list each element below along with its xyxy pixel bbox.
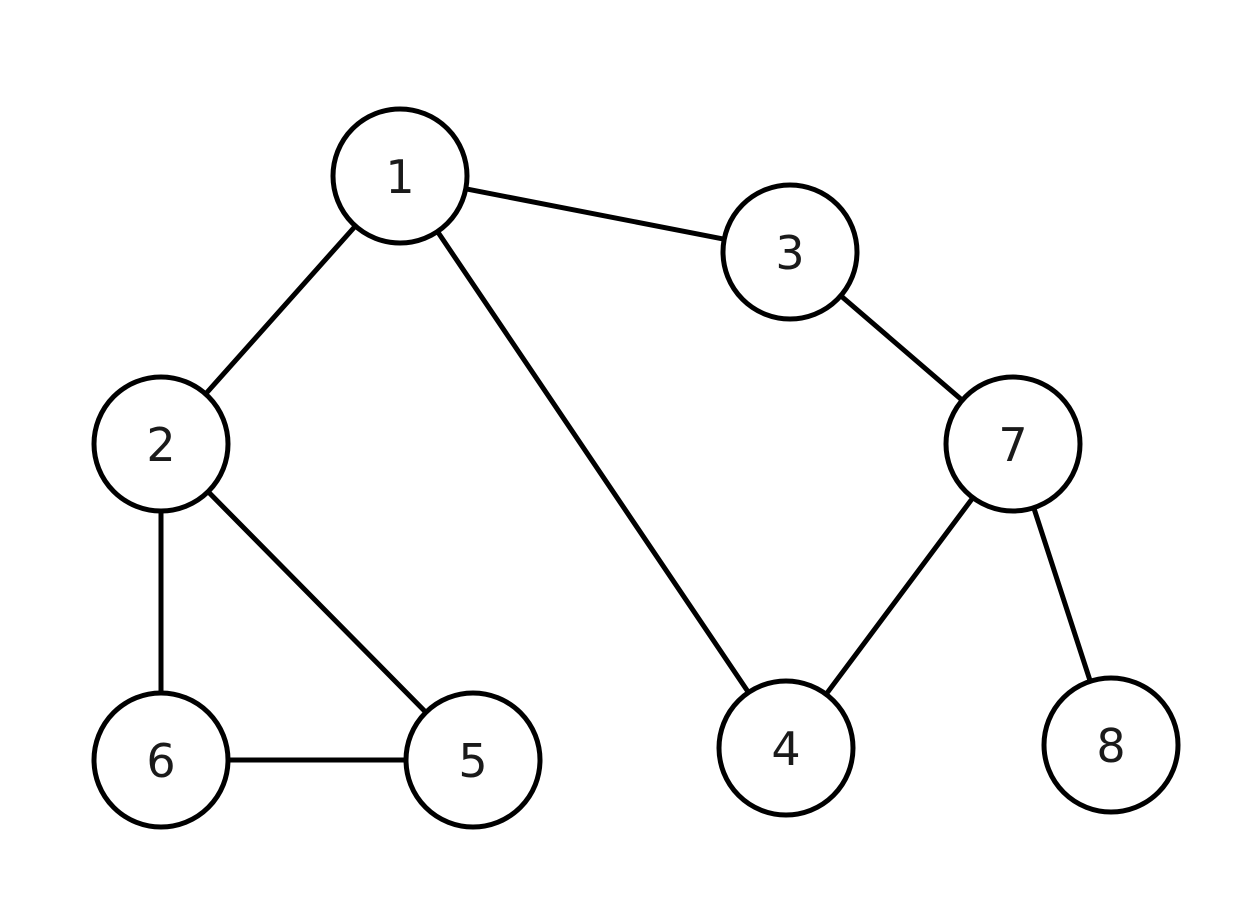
graph-node-6[interactable]: 6: [91, 690, 231, 830]
graph-node-label-3: 3: [775, 226, 804, 280]
graph-node-circle-1[interactable]: [330, 106, 470, 246]
graph-node-label-1: 1: [385, 150, 414, 204]
graph-node-circle-7[interactable]: [943, 374, 1083, 514]
graph-node-label-2: 2: [146, 418, 175, 472]
graph-node-3[interactable]: 3: [720, 182, 860, 322]
graph-node-circle-3[interactable]: [720, 182, 860, 322]
graph-node-label-4: 4: [771, 722, 800, 776]
graph-node-label-8: 8: [1096, 719, 1125, 773]
graph-node-label-6: 6: [146, 734, 175, 788]
edges-layer: [158, 186, 1093, 763]
graph-edge-1-3: [463, 186, 727, 242]
graph-edge-4-7: [823, 495, 976, 697]
graph-node-5[interactable]: 5: [403, 690, 543, 830]
graph-node-8[interactable]: 8: [1041, 675, 1181, 815]
graph-node-circle-4[interactable]: [716, 678, 856, 818]
graph-node-7[interactable]: 7: [943, 374, 1083, 514]
graph-edge-1-2: [203, 223, 358, 397]
graph-node-label-5: 5: [458, 734, 487, 788]
graph-node-4[interactable]: 4: [716, 678, 856, 818]
graph-node-label-7: 7: [998, 418, 1027, 472]
graph-edge-7-8: [1031, 505, 1093, 684]
graph-edge-1-4: [434, 229, 752, 695]
graph-node-2[interactable]: 2: [91, 374, 231, 514]
graph-node-circle-5[interactable]: [403, 690, 543, 830]
graph-node-circle-2[interactable]: [91, 374, 231, 514]
graph-edge-2-5: [205, 489, 429, 715]
graph-edge-3-7: [838, 293, 965, 403]
graph-node-circle-6[interactable]: [91, 690, 231, 830]
nodes-layer: 1 2 3 4 5 6 7 8: [91, 106, 1181, 830]
graph-node-circle-8[interactable]: [1041, 675, 1181, 815]
graph-node-1[interactable]: 1: [330, 106, 470, 246]
